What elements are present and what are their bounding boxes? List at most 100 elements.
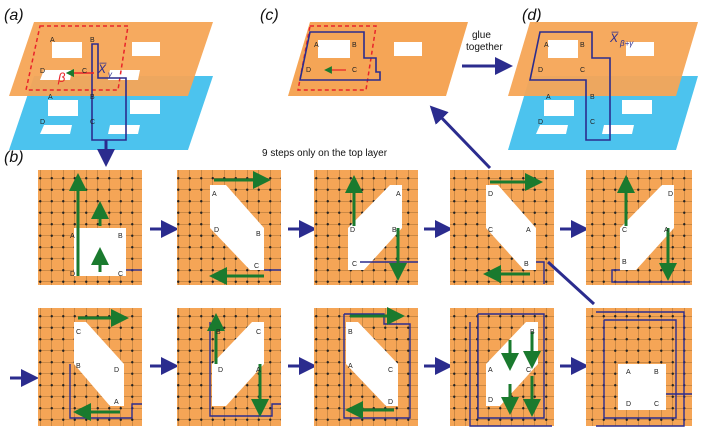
- glue-caption: glue: [472, 30, 491, 41]
- vertex-label: B: [590, 94, 595, 101]
- vertex-label: B: [654, 369, 659, 376]
- vertex-label: C: [254, 263, 259, 270]
- vertex-label: C: [622, 227, 627, 234]
- vertex-label: D: [40, 119, 45, 126]
- hole: [394, 42, 422, 56]
- vertex-label: B: [622, 259, 627, 266]
- vertex-label: A: [70, 233, 75, 240]
- step-panel-8: B A C D: [314, 307, 418, 426]
- vertex-label: B: [90, 94, 95, 101]
- path-x-beta-gamma: [529, 31, 611, 141]
- panel-a: (a) β X̅ γ A B D C A B D C: [4, 7, 213, 150]
- hole: [318, 40, 350, 58]
- hole: [40, 125, 72, 134]
- vertex-label: B: [348, 329, 353, 336]
- vertex-label: D: [668, 191, 673, 198]
- hole: [544, 100, 574, 116]
- to-panel-c-arrow: [429, 105, 492, 170]
- vertex-label: A: [314, 42, 319, 49]
- x-bg-sub: β+γ: [619, 39, 634, 48]
- step-panel-5: D C A B: [586, 170, 692, 285]
- panel-d: (d) X̅ β+γ A B D C A B D C: [508, 7, 698, 150]
- step-panel-2: A D B C: [177, 170, 281, 285]
- step-panel-3: A D B C: [314, 170, 418, 285]
- connector-line: [546, 260, 596, 306]
- x-gamma-sub: γ: [108, 70, 113, 79]
- vertex-label: B: [256, 231, 261, 238]
- beta-label: β: [57, 70, 66, 85]
- vertex-label: B: [392, 227, 397, 234]
- vertex-label: C: [352, 67, 357, 74]
- vertex-label: C: [526, 367, 531, 374]
- vertex-label: C: [580, 67, 585, 74]
- hole: [48, 100, 78, 116]
- vertex-label: D: [114, 367, 119, 374]
- vertex-label: D: [350, 227, 355, 234]
- vertex-label: A: [348, 363, 353, 370]
- vertex-label: C: [352, 261, 357, 268]
- hole: [602, 125, 634, 134]
- step-panel-9: B A C D: [450, 308, 554, 427]
- vertex-label: C: [488, 227, 493, 234]
- vertex-label: A: [626, 369, 631, 376]
- vertex-label: C: [82, 68, 87, 75]
- steps-caption: 9 steps only on the top layer: [262, 148, 388, 159]
- glue-caption: together: [466, 42, 503, 53]
- label-c: (c): [260, 7, 279, 24]
- step-panel-10: A B D C: [586, 308, 692, 427]
- step-panel-7: B C D A: [177, 308, 281, 426]
- vertex-label: D: [538, 67, 543, 74]
- hole: [52, 42, 82, 58]
- vertex-label: A: [212, 191, 217, 198]
- hole: [626, 42, 654, 56]
- step-panel-4: D C A B: [450, 170, 554, 285]
- hole: [130, 100, 160, 114]
- step-panel-6: C B D A: [38, 308, 142, 426]
- vertex-label: D: [306, 67, 311, 74]
- hole: [108, 125, 140, 134]
- vertex-label: B: [118, 233, 123, 240]
- vertex-label: C: [654, 401, 659, 408]
- vertex-label: A: [114, 399, 119, 406]
- vertex-label: D: [488, 397, 493, 404]
- label-a: (a): [4, 7, 24, 24]
- vertex-label: C: [90, 119, 95, 126]
- x-bg-label: X̅: [609, 31, 619, 45]
- top-layer: [9, 22, 213, 96]
- vertex-label: C: [76, 329, 81, 336]
- glued-path: [299, 31, 381, 81]
- vertex-label: B: [76, 363, 81, 370]
- vertex-label: D: [40, 68, 45, 75]
- x-gamma-label: X̅: [97, 62, 107, 76]
- path-x-gamma: [91, 43, 127, 141]
- vertex-label: B: [216, 329, 221, 336]
- vertex-label: D: [70, 271, 75, 278]
- vertex-label: A: [488, 367, 493, 374]
- top-layer: [288, 22, 468, 96]
- vertex-label: A: [396, 191, 401, 198]
- hole: [548, 40, 578, 58]
- vertex-label: D: [218, 367, 223, 374]
- red-dashed-region: [25, 25, 129, 91]
- hole: [132, 42, 160, 56]
- top-layer: [508, 22, 698, 96]
- vertex-label: D: [538, 119, 543, 126]
- label-b: (b): [4, 149, 24, 166]
- vertex-label: A: [544, 42, 549, 49]
- vertex-label: A: [526, 227, 531, 234]
- vertex-label: B: [352, 42, 357, 49]
- vertex-label: B: [530, 329, 535, 336]
- vertex-label: B: [90, 37, 95, 44]
- panel-c: (c) A B D C: [260, 7, 468, 96]
- label-d: (d): [522, 7, 542, 24]
- vertex-label: A: [546, 94, 551, 101]
- vertex-label: A: [664, 227, 669, 234]
- vertex-label: A: [50, 37, 55, 44]
- vertex-label: C: [118, 271, 123, 278]
- hole: [536, 125, 568, 134]
- vertex-label: B: [580, 42, 585, 49]
- vertex-label: B: [524, 261, 529, 268]
- vertex-label: D: [488, 191, 493, 198]
- vertex-label: A: [256, 367, 261, 374]
